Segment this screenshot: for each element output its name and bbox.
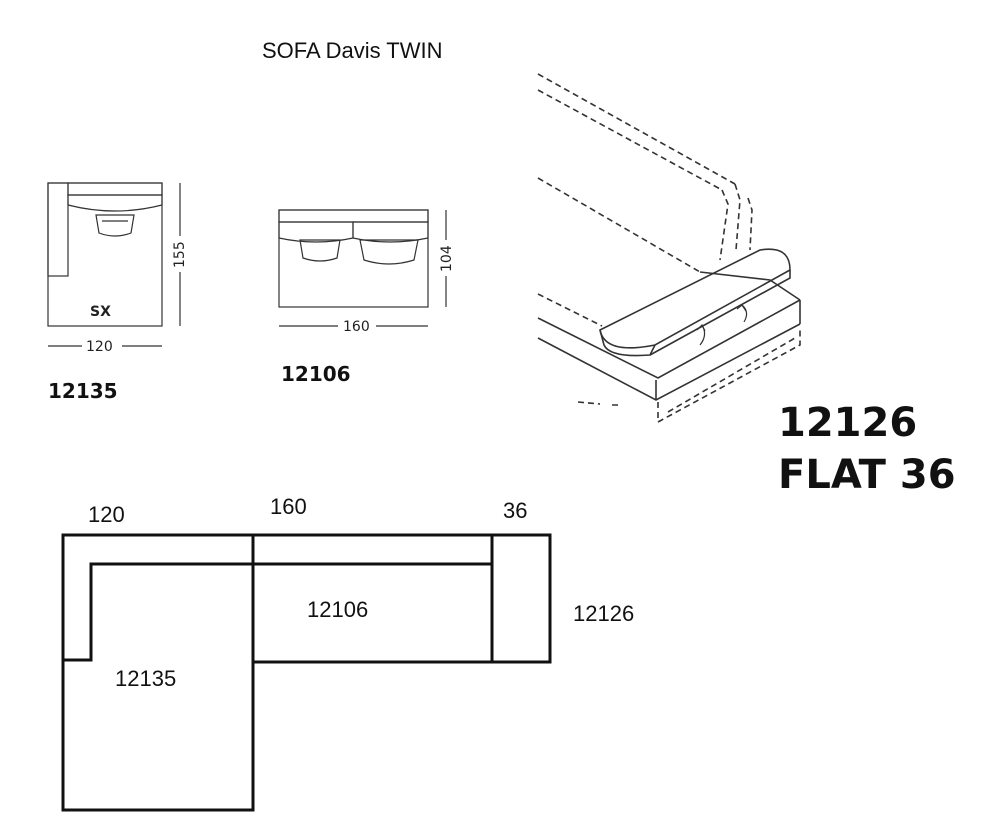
dashed-seat-front [537,293,603,327]
module-12126-perspective: 12126 FLAT 36 [537,73,956,498]
module-12126-name: FLAT 36 [778,452,956,498]
armrest-cushion [599,248,791,349]
platform-dashed-base [657,330,801,424]
plan-backrest-inner [63,562,492,662]
module-12106-depth-label: 104 [439,245,455,272]
module-12126-code: 12126 [778,400,917,446]
module-12106-width-label: 160 [343,319,370,335]
platform-bottom-edge [537,323,801,401]
page-title: SOFA Davis TWIN [262,38,443,63]
module-12106-pillow-right [359,239,419,265]
platform-top-edge [537,299,801,379]
dashed-floor-line [577,401,620,406]
module-12135-backrest-cushion [67,194,163,212]
arrow-left-head [696,323,706,332]
module-12135-drawing: SX 120 155 12135 [47,182,188,403]
dashed-seat-back [537,177,701,273]
plan-dim-36: 36 [503,498,527,523]
module-12106-backrest-right [352,221,429,243]
module-12106-drawing: 160 104 12106 [278,209,455,386]
plan-label-12135: 12135 [115,666,176,691]
module-12135-width-label: 120 [86,339,113,355]
armrest-cushion-side [649,270,791,356]
module-12135-arm [47,182,69,277]
platform-back-edge [699,271,801,301]
plan-view: 120 160 36 12135 12106 12126 [61,494,634,812]
arrow-right-head [736,304,747,312]
dashed-back-top-inner [537,89,723,191]
module-12135-depth-label: 155 [172,241,188,268]
dashed-back-edge [734,183,741,251]
module-12106-code: 12106 [281,362,351,386]
plan-dim-120: 120 [88,502,125,527]
plan-dim-160: 160 [270,494,307,519]
plan-label-12106: 12106 [307,597,368,622]
module-12106-backrest-top [278,209,429,223]
platform-dashed-base-inner [667,337,796,413]
dashed-back-top [537,73,736,185]
module-12106-backrest-left [278,221,354,243]
armrest-cushion-front [599,329,656,357]
dashed-back-edge-outer [747,197,753,251]
dashed-back-edge-inner [719,189,729,261]
module-12135-backrest-top [67,182,163,196]
module-12135-pillow [95,214,135,237]
module-12135-code: 12135 [48,379,118,403]
module-12106-pillow-left [299,239,341,262]
plan-label-12126: 12126 [573,601,634,626]
module-12135-side-label: SX [90,304,111,320]
